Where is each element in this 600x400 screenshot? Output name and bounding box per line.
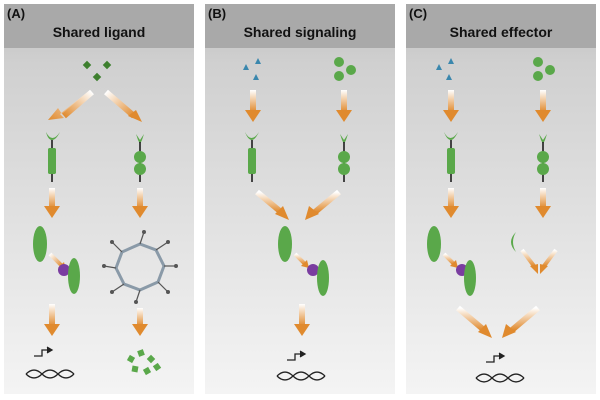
arrow-left-down-1 [443,90,459,122]
panel-shared-signaling: (B) Shared signaling [205,4,395,394]
arrow-left-down-1 [245,90,261,122]
right-receptor [338,134,350,182]
effector-complex [530,276,551,303]
panel-shared-effector: (C) Shared effector [406,4,596,394]
arrow-left-down-2 [443,188,459,218]
right-receptor [134,134,146,182]
arrow-right-down-2 [132,308,148,336]
shared-ligand-diagram [25,60,178,379]
panel-tag: (B) [208,6,227,21]
left-signaling [33,226,80,294]
dna-transcription [475,352,525,383]
arrow-to-right-receptor [104,89,142,122]
arrow-right-down-1 [132,188,148,218]
arrow-left-down-2 [44,304,60,336]
ligand-circles [533,57,555,81]
arrow-converge-right [305,189,341,220]
left-receptor [245,132,259,182]
arrow-converge-right [502,305,540,338]
left-receptor [46,132,60,182]
ring-complex [102,230,178,304]
ligand-triangles [436,58,454,80]
arrow-converge-left [255,189,289,220]
arrow-crescent-converge [520,248,558,274]
arrow-left-down-1 [44,188,60,218]
shared-signaling-diagram [243,57,356,381]
ligand-triangles [243,58,261,80]
ligand-circles [334,57,356,81]
panel-title: Shared ligand [52,24,146,40]
arrow-right-down-1 [336,90,352,122]
right-receptor [537,134,549,182]
shared-signaling-complex [278,226,329,296]
arrow-right-down-2 [535,188,551,218]
right-crescents [499,230,577,254]
arrow-right-down-1 [535,90,551,122]
dna-transcription [25,346,75,379]
arrow-converge-left [456,305,492,338]
left-receptor [444,132,458,182]
panel-background [4,4,194,394]
panel-header [205,4,395,48]
left-signaling [427,226,476,296]
panel-title: Shared signaling [243,24,357,40]
panel-title: Shared effector [449,24,553,40]
dna-transcription [276,350,326,381]
degradation-fragments [126,349,162,376]
panel-tag: (A) [7,6,26,21]
panel-header [406,4,596,48]
arrow-to-left-receptor [48,89,94,120]
shared-effector-diagram [427,57,577,383]
panel-tag: (C) [409,6,428,21]
ligand-diamonds [82,60,112,82]
arrow-down-final [294,304,310,336]
panel-header [4,4,194,48]
panel-shared-ligand: (A) Shared ligand [4,4,194,394]
